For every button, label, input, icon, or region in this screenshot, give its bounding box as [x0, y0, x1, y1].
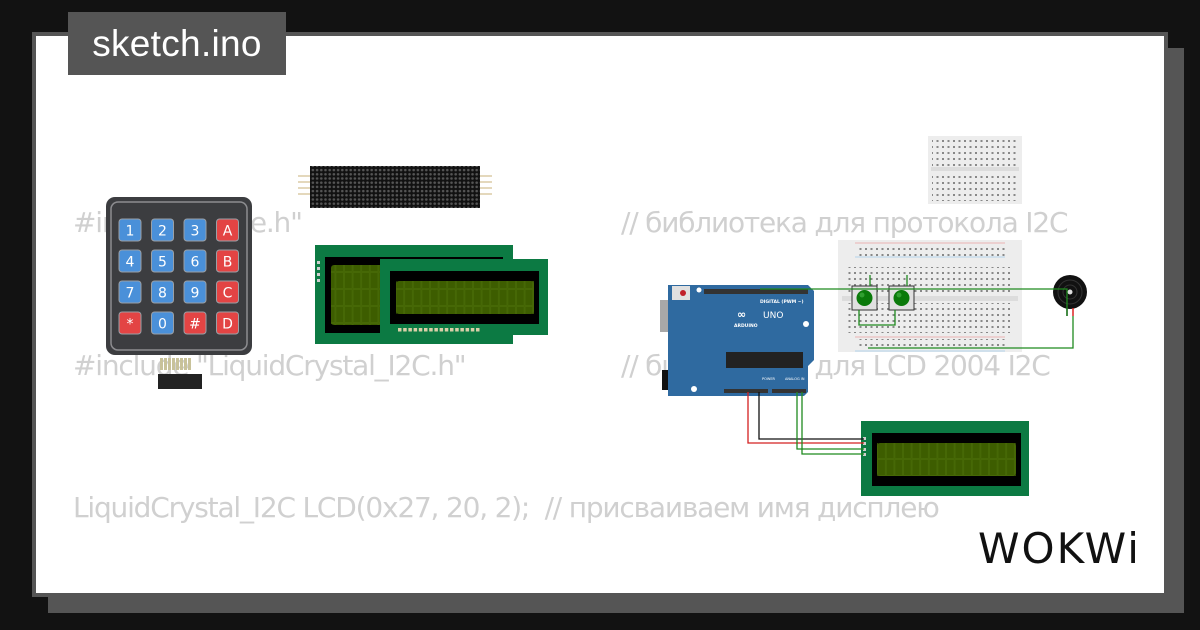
lcd-display-3[interactable] — [861, 421, 1029, 496]
keypad-key-label: 1 — [126, 224, 135, 240]
keypad-key-label: 3 — [191, 224, 200, 240]
code-text: LiquidCrystal_I2C LCD(0x27, 20, 2); // п… — [73, 491, 940, 524]
keypad-key-label: 6 — [191, 255, 200, 271]
keypad-key-label: 2 — [158, 224, 167, 240]
keypad-key[interactable] — [151, 249, 174, 273]
arduino-label: ARDUINO — [734, 323, 758, 329]
keypad-key-label: 9 — [191, 286, 200, 302]
keypad-key[interactable] — [118, 249, 142, 273]
mini-breadboard[interactable] — [928, 136, 1022, 204]
keypad-key[interactable] — [118, 311, 142, 335]
keypad-key-label: 5 — [158, 255, 167, 271]
keypad-key[interactable] — [216, 280, 239, 304]
keypad-key[interactable] — [183, 280, 207, 304]
wire-sda — [796, 392, 864, 450]
lcd-display-2[interactable] — [380, 259, 548, 335]
power-label: POWER — [762, 377, 776, 381]
keypad-key-label: 7 — [126, 286, 135, 302]
file-tab: sketch.ino — [68, 12, 286, 75]
uno-label: UNO — [763, 311, 783, 321]
wire-gnd — [758, 392, 864, 440]
wires — [747, 275, 1074, 455]
analog-label: ANALOG IN — [785, 377, 805, 381]
keypad-key[interactable] — [118, 218, 142, 242]
led-matrix[interactable] — [298, 166, 492, 208]
keypad-4x4[interactable]: 1 2 3 A 4 5 6 B 7 8 9 C * 0 # D — [106, 197, 252, 389]
buzzer[interactable] — [1053, 275, 1087, 316]
keypad-key-label: C — [223, 286, 233, 302]
infinity-logo: ∞ — [737, 308, 746, 321]
code-comment: // библиотека для протокола I2C — [621, 206, 1069, 239]
keypad-key[interactable] — [151, 280, 174, 304]
keypad-key-label: A — [223, 224, 233, 240]
keypad-key[interactable] — [183, 249, 207, 273]
keypad-key[interactable] — [118, 280, 142, 304]
keypad-key[interactable] — [216, 249, 239, 273]
keypad-key[interactable] — [216, 218, 239, 242]
keypad-key[interactable] — [216, 311, 239, 335]
digital-label: DIGITAL (PWM ~) — [760, 299, 804, 305]
keypad-key[interactable] — [183, 311, 207, 335]
keypad-key-label: 0 — [158, 317, 167, 333]
arduino-uno[interactable]: DIGITAL (PWM ~) ∞ UNO ARDUINO POWER ANAL… — [660, 285, 814, 396]
wokwi-logo: WOKWi — [978, 524, 1141, 573]
code-line: LiquidCrystal_I2C LCD(0x27, 20, 2); // п… — [73, 484, 940, 532]
keypad-key-label: 8 — [158, 286, 167, 302]
pushbutton-1[interactable] — [851, 285, 878, 311]
wire-vcc — [747, 392, 864, 444]
keypad-key[interactable] — [151, 311, 174, 335]
keypad-key-label: 4 — [126, 255, 135, 271]
wire-scl — [801, 392, 864, 455]
pushbutton-2[interactable] — [888, 285, 915, 311]
keypad-key-label: # — [189, 317, 201, 333]
keypad-key[interactable] — [183, 218, 207, 242]
keypad-key-label: B — [223, 255, 233, 271]
keypad-key-label: D — [222, 317, 233, 333]
wire-buzzer-gnd — [868, 316, 1074, 349]
wire-buzzer — [760, 288, 1068, 316]
keypad-key-label: * — [127, 317, 134, 333]
keypad-key[interactable] — [151, 218, 174, 242]
